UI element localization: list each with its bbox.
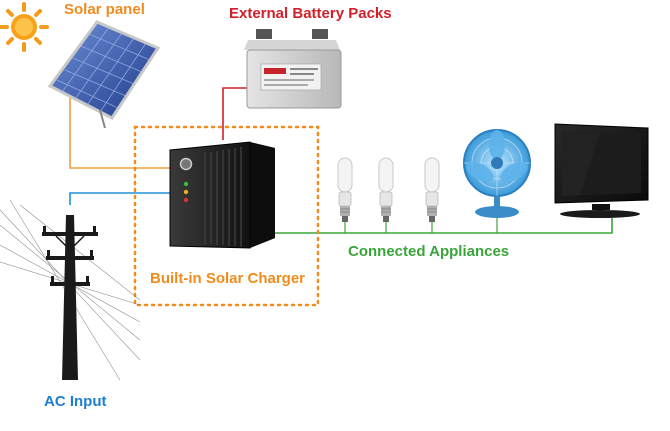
fan-icon	[463, 129, 531, 218]
ac-input-label: AC Input	[44, 393, 107, 410]
appliance-drop-wires	[344, 215, 498, 233]
bulb-icon	[337, 157, 353, 222]
appliances-label: Connected Appliances	[348, 243, 510, 260]
battery-label: External Battery Packs	[229, 5, 392, 22]
power-pole-icon	[0, 199, 141, 381]
solar-panel-icon	[47, 20, 161, 129]
solar-panel-label: Solar panel	[64, 1, 145, 18]
charger-label: Built-in Solar Charger	[150, 270, 306, 287]
ac-wire	[69, 192, 178, 205]
bulb-icon	[378, 157, 394, 222]
battery-icon	[244, 29, 342, 109]
sun-icon	[0, 2, 49, 52]
ups-icon	[169, 141, 275, 249]
appliance-wire	[258, 218, 613, 234]
charger-box	[133, 125, 320, 307]
bulb-icon	[424, 157, 440, 222]
solar-wire	[69, 98, 178, 169]
tv-icon	[554, 123, 649, 218]
battery-wire	[222, 87, 256, 140]
